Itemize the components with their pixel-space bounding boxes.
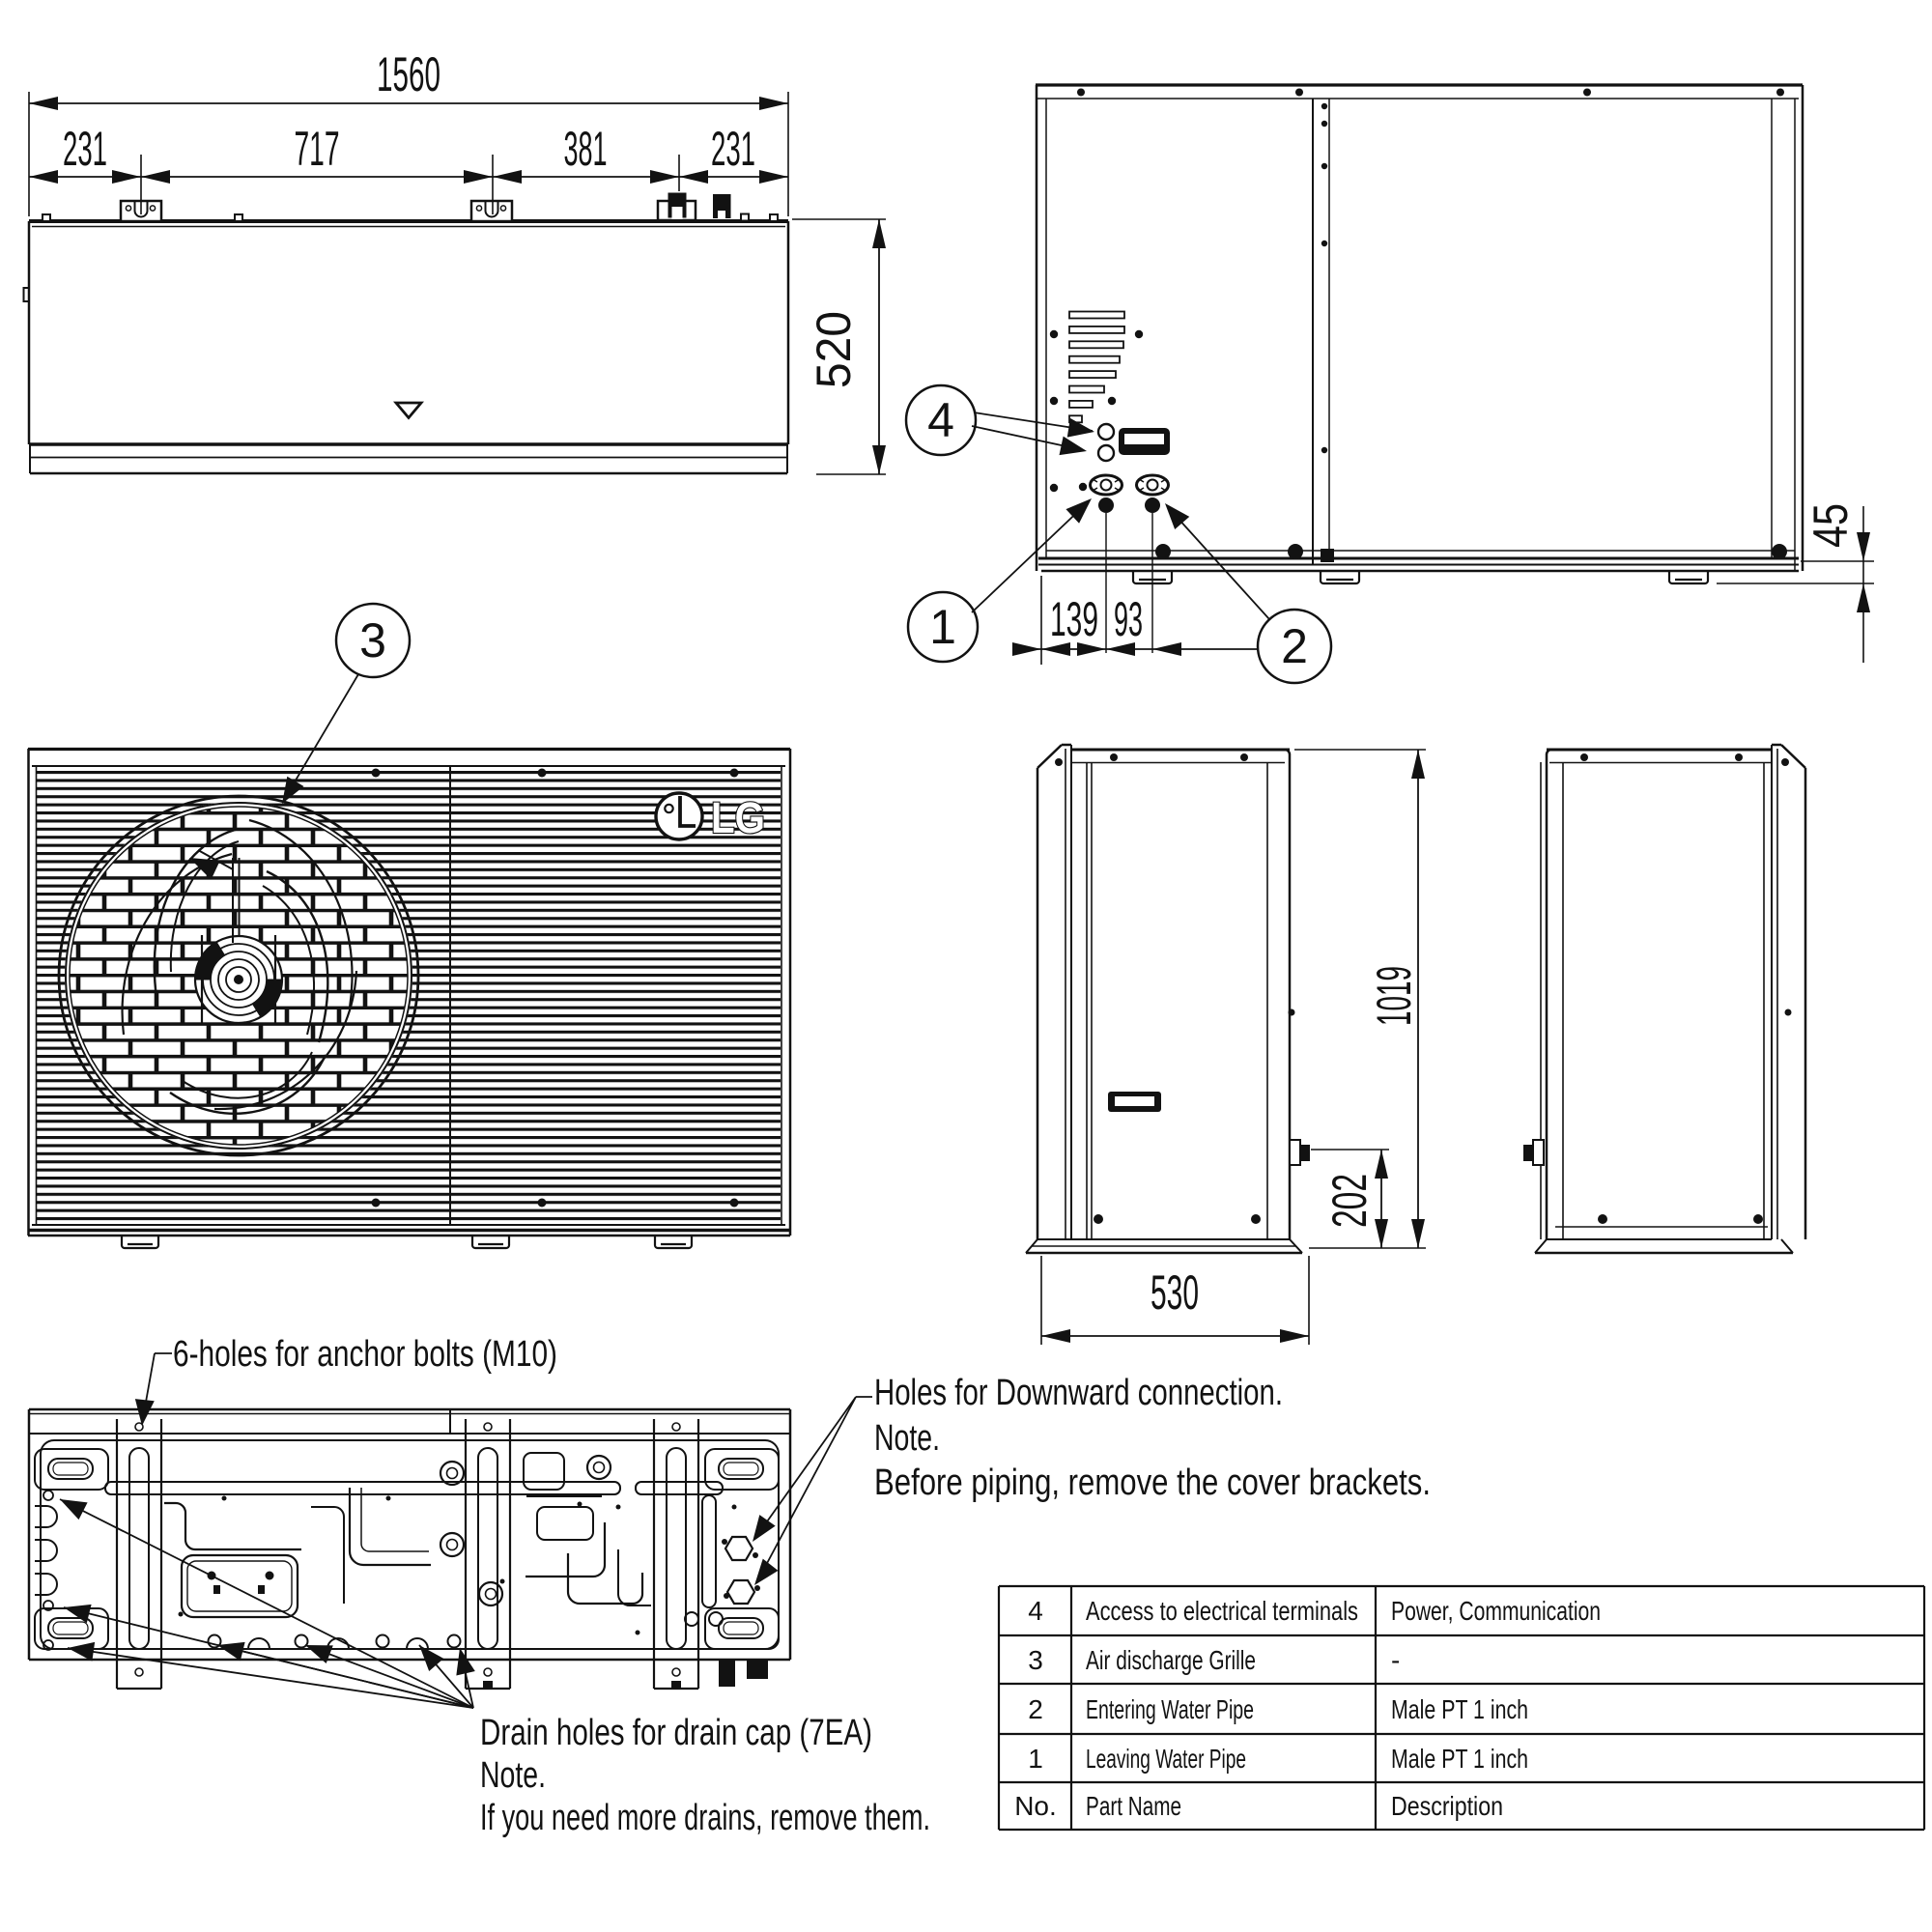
svg-text:520: 520 [807,311,861,388]
svg-text:Part Name: Part Name [1086,1791,1181,1821]
svg-text:231: 231 [63,122,107,176]
svg-text:530: 530 [1151,1265,1199,1320]
svg-text:LG: LG [711,793,765,842]
svg-text:2: 2 [1281,619,1308,673]
svg-text:1560: 1560 [377,47,440,101]
svg-text:Holes for Downward connection.: Holes for Downward connection. [874,1373,1283,1413]
svg-text:4: 4 [927,393,954,447]
svg-text:381: 381 [564,122,608,176]
svg-text:1: 1 [1028,1744,1043,1774]
svg-text:Entering Water Pipe: Entering Water Pipe [1086,1694,1254,1724]
svg-text:Leaving Water Pipe: Leaving Water Pipe [1086,1744,1246,1774]
svg-text:Access to electrical terminals: Access to electrical terminals [1086,1596,1358,1626]
svg-text:Air discharge Grille: Air discharge Grille [1086,1645,1256,1675]
svg-text:Male PT 1 inch: Male PT 1 inch [1391,1694,1528,1724]
svg-text:202: 202 [1322,1174,1377,1228]
svg-text:Male PT 1 inch: Male PT 1 inch [1391,1744,1528,1774]
svg-text:No.: No. [1014,1791,1057,1821]
svg-text:1019: 1019 [1367,966,1421,1026]
svg-text:If you need more drains, remov: If you need more drains, remove them. [480,1798,930,1838]
svg-text:6-holes for anchor bolts (M10): 6-holes for anchor bolts (M10) [173,1334,557,1375]
svg-text:717: 717 [295,122,340,176]
svg-text:Description: Description [1391,1791,1503,1821]
svg-text:3: 3 [1028,1645,1043,1675]
svg-text:93: 93 [1114,592,1143,646]
svg-text:3: 3 [359,613,386,668]
svg-text:Note.: Note. [874,1418,940,1459]
svg-text:Drain holes for drain cap (7EA: Drain holes for drain cap (7EA) [480,1713,872,1753]
svg-text:231: 231 [711,122,755,176]
svg-text:4: 4 [1028,1596,1043,1626]
svg-text:139: 139 [1050,592,1098,646]
svg-text:Before piping, remove the cove: Before piping, remove the cover brackets… [874,1463,1431,1503]
svg-text:2: 2 [1028,1694,1043,1724]
svg-text:1: 1 [929,600,956,654]
svg-text:45: 45 [1804,503,1858,548]
svg-text:Power, Communication: Power, Communication [1391,1596,1601,1626]
svg-text:-: - [1391,1645,1400,1675]
svg-text:Note.: Note. [480,1755,546,1796]
